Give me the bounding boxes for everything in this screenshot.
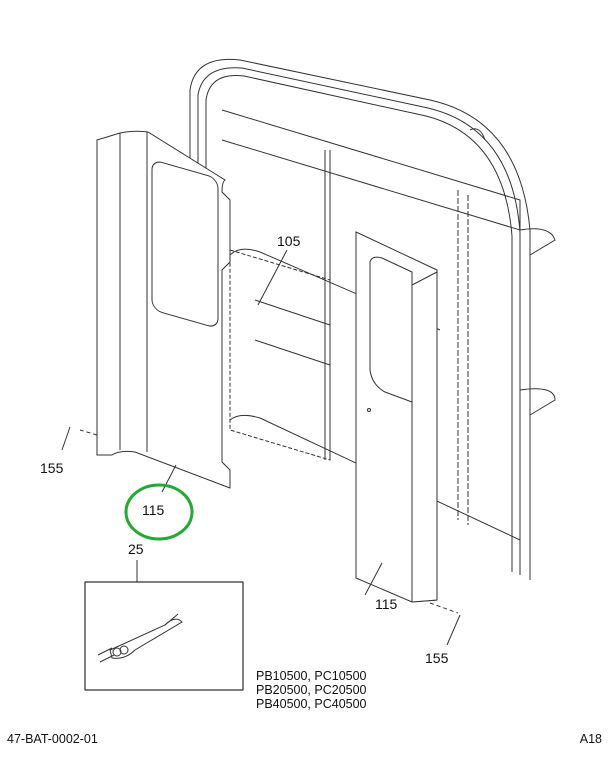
highlight-circle — [124, 483, 194, 541]
callout-105: 105 — [277, 233, 301, 249]
page-number: A18 — [579, 732, 602, 746]
left-door-panel — [96, 130, 231, 489]
applicability-list: PB10500, PC10500 PB20500, PC20500 PB4050… — [256, 669, 367, 711]
leader-lines — [61, 249, 461, 646]
right-door-panel — [355, 231, 438, 603]
cab-frame — [189, 58, 556, 580]
drawing-number: 47-BAT-0002-01 — [7, 732, 98, 746]
callout-25: 25 — [128, 541, 144, 557]
callout-155-left: 155 — [40, 460, 64, 476]
applicability-line: PB40500, PC40500 — [256, 697, 367, 711]
detail-box-25 — [84, 581, 244, 691]
callout-115-right: 115 — [375, 596, 398, 612]
applicability-line: PB10500, PC10500 — [256, 669, 367, 683]
applicability-line: PB20500, PC20500 — [256, 683, 367, 697]
callout-115-left: 115 — [142, 502, 165, 518]
callout-155-right: 155 — [425, 650, 449, 666]
